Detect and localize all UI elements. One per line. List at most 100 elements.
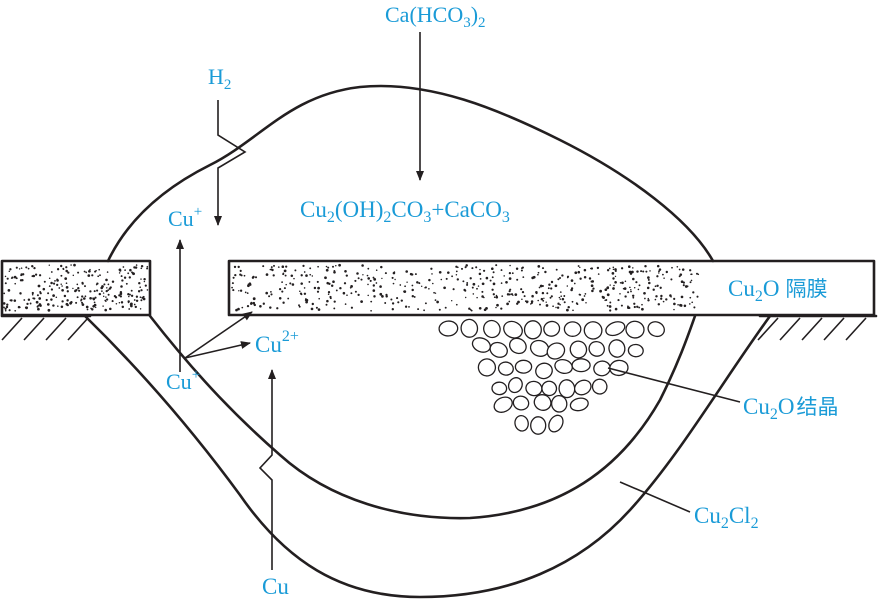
membrane-dot — [470, 309, 473, 312]
membrane-dot — [239, 269, 242, 272]
membrane-dot — [32, 297, 35, 300]
ground-hatching — [1, 317, 867, 341]
membrane-dot — [560, 295, 563, 298]
membrane-dot — [15, 266, 18, 269]
membrane-dot — [654, 285, 657, 288]
membrane-dot — [464, 296, 467, 299]
membrane-dot — [381, 295, 384, 298]
membrane-dot — [414, 273, 417, 276]
membrane-dot — [300, 282, 303, 285]
membrane-dot — [574, 271, 578, 275]
membrane-dot — [609, 309, 612, 312]
membrane-dot — [239, 273, 242, 276]
membrane-dot — [516, 278, 519, 281]
membrane-dot — [455, 274, 458, 276]
membrane-dot — [545, 301, 547, 303]
membrane-dot — [84, 295, 87, 298]
membrane-dot — [26, 302, 29, 306]
membrane-dot — [139, 296, 142, 299]
membrane-dot — [342, 291, 346, 295]
membrane-dot — [237, 265, 240, 269]
membrane-dot — [120, 301, 124, 304]
membrane-dot — [521, 266, 524, 269]
membrane-dot — [313, 286, 317, 290]
membrane-dot — [591, 289, 594, 293]
membrane-dot — [585, 302, 587, 304]
membrane-dot — [420, 285, 423, 288]
membrane-dot — [65, 286, 69, 289]
membrane-dot — [506, 293, 510, 296]
membrane-dot — [328, 282, 331, 285]
membrane-dot — [397, 301, 400, 304]
membrane-dot — [61, 300, 64, 303]
membrane-dot — [67, 271, 70, 274]
crystal-grain — [489, 341, 508, 358]
membrane-dot — [29, 302, 32, 305]
hatch-line — [45, 317, 67, 341]
membrane-dot — [558, 296, 561, 299]
membrane-dot — [72, 287, 74, 290]
membrane-dot — [520, 269, 523, 272]
membrane-dot — [617, 299, 620, 302]
membrane-dot — [451, 300, 453, 302]
membrane-dot — [93, 299, 95, 301]
membrane-dot — [462, 280, 465, 283]
membrane-dot — [144, 284, 147, 287]
membrane-dot — [333, 307, 336, 310]
membrane-dot — [298, 304, 300, 307]
membrane-dot — [632, 277, 635, 281]
membrane-dot — [409, 272, 413, 276]
membrane-dot — [482, 269, 486, 272]
crystal-grain — [550, 394, 568, 413]
membrane-dot — [592, 287, 595, 290]
hatch-line — [801, 317, 823, 341]
membrane-dot — [431, 273, 433, 275]
crystal-grain — [512, 395, 530, 411]
membrane-dot — [372, 276, 375, 279]
membrane-dot — [690, 279, 693, 282]
membrane-dot — [633, 302, 636, 305]
membrane-dot — [53, 282, 55, 285]
membrane-dot — [628, 270, 632, 274]
membrane-dot — [326, 299, 329, 303]
crystal-grain — [514, 359, 533, 374]
membrane-dot — [379, 285, 382, 288]
membrane-dot — [50, 288, 54, 291]
membrane-dot — [283, 287, 286, 290]
membrane-dot — [325, 303, 328, 306]
membrane-dot — [555, 268, 558, 271]
membrane-dot — [20, 267, 23, 269]
membrane-dot — [464, 266, 467, 269]
membrane-dot — [315, 306, 318, 309]
membrane-dot — [695, 272, 699, 275]
membrane-dot — [612, 266, 615, 269]
membrane-dot — [428, 278, 431, 282]
membrane-dot — [660, 294, 663, 298]
membrane-dot — [679, 303, 682, 307]
crystal-grain — [605, 321, 626, 337]
membrane-dot — [481, 290, 484, 293]
membrane-dot — [584, 293, 587, 295]
crystal-grain — [588, 340, 605, 357]
membrane-dot — [52, 294, 55, 297]
hydrogen-label: H2 — [208, 64, 231, 93]
membrane-dot — [614, 269, 617, 273]
membrane-dot — [665, 298, 668, 301]
membrane-dot — [125, 282, 128, 285]
membrane-dot — [311, 275, 314, 277]
membrane-dot — [367, 267, 370, 270]
membrane-dot — [632, 296, 635, 299]
membrane-dot — [681, 268, 685, 271]
membrane-dot — [558, 276, 562, 280]
membrane-dot — [235, 308, 238, 312]
membrane-dot — [38, 297, 42, 300]
membrane-dot — [13, 275, 17, 279]
membrane-dot — [636, 270, 639, 273]
membrane-dot — [526, 300, 529, 303]
membrane-dot — [628, 265, 631, 268]
membrane-dot — [327, 291, 331, 294]
membrane-dot — [249, 302, 253, 305]
membrane-dot — [647, 278, 650, 281]
membrane-dot — [572, 309, 574, 312]
membrane-dot — [375, 282, 378, 284]
